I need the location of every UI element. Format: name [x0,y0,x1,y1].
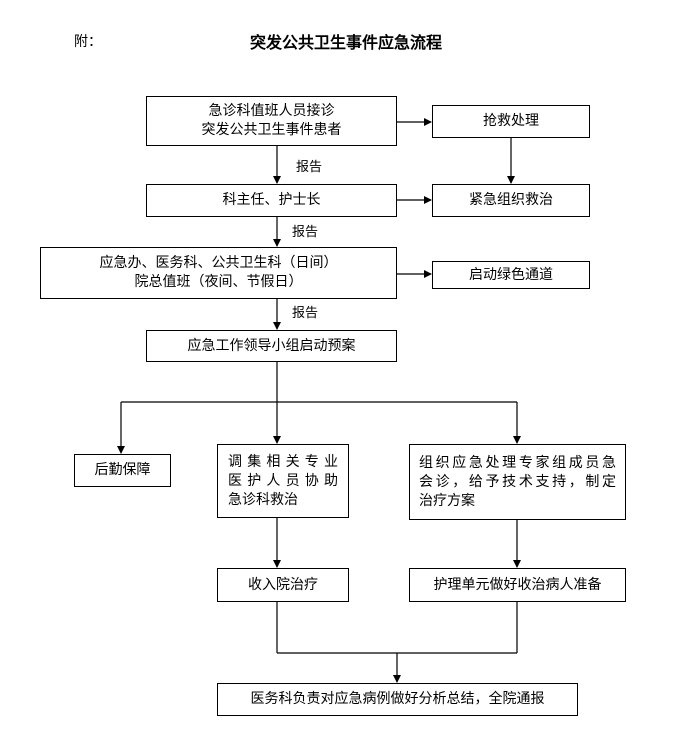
node-admit: 收入院治疗 [217,568,349,602]
node-logistics: 后勤保障 [74,454,171,487]
page-title: 突发公共卫生事件应急流程 [250,33,443,52]
node-staff: 调集相关专业 医护人员协助 急诊科救治 [217,444,349,518]
node-staff-line-3: 急诊科救治 [228,491,298,508]
node-experts-line-1: 组织应急处理专家组成员急 [419,454,616,471]
node-staff-line-1: 调集相关专业 [228,453,338,470]
node-staff-line-2: 医护人员协助 [228,472,338,489]
node-experts-line-2: 会诊，给予技术支持，制定 [419,473,616,490]
node-office: 应急办、医务科、公共卫生科（日间） 院总值班（夜间、节假日） [40,247,397,299]
attachment-prefix: 附： [74,34,102,50]
node-green-channel-label: 启动绿色通道 [469,266,553,283]
node-admit-label: 收入院治疗 [248,576,318,593]
edge-label-report-3: 报告 [292,306,319,321]
node-rescue: 抢救处理 [432,105,590,138]
node-experts: 组织应急处理专家组成员急 会诊，给予技术支持，制定 治疗方案 [409,444,626,520]
node-nursing: 护理单元做好收治病人准备 [409,568,626,602]
node-intake-line-2: 突发公共卫生事件患者 [201,122,342,138]
node-intake: 急诊科值班人员接诊 突发公共卫生事件患者 [146,96,397,146]
node-summary: 医务科负责对应急病例做好分析总结，全院通报 [217,683,578,716]
node-director-label: 科主任、护士长 [222,192,321,208]
node-rescue-label: 抢救处理 [483,113,539,129]
node-treat-label: 紧急组织救治 [469,192,553,208]
node-green-channel: 启动绿色通道 [432,261,590,289]
node-plan: 应急工作领导小组启动预案 [146,330,397,362]
node-nursing-label: 护理单元做好收治病人准备 [433,576,602,593]
node-office-line-2: 院总值班（夜间、节假日） [134,274,303,290]
node-summary-label: 医务科负责对应急病例做好分析总结，全院通报 [250,691,545,707]
edge-label-report-1: 报告 [296,160,323,175]
node-intake-line-1: 急诊科值班人员接诊 [208,103,335,119]
node-treat: 紧急组织救治 [432,184,590,217]
node-plan-label: 应急工作领导小组启动预案 [187,337,356,354]
edge-label-report-2: 报告 [292,225,319,240]
node-logistics-label: 后勤保障 [94,462,151,478]
node-office-line-1: 应急办、医务科、公共卫生科（日间） [99,255,338,271]
node-director: 科主任、护士长 [146,184,397,217]
node-experts-line-3: 治疗方案 [419,492,475,509]
